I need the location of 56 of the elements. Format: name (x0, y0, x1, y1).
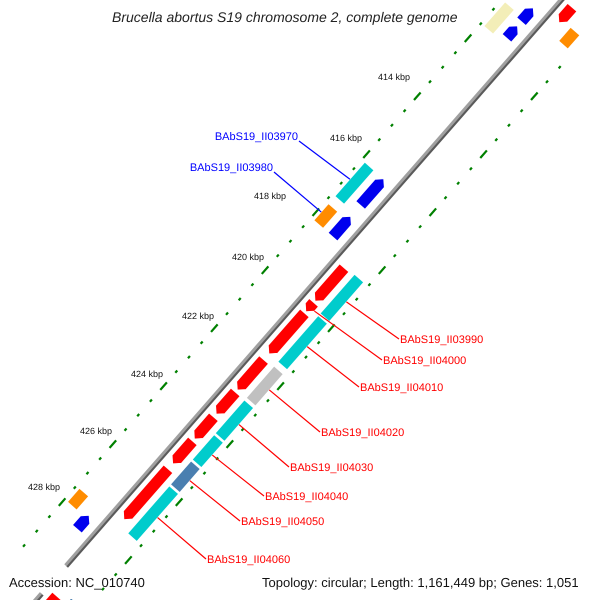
tick-label: 414 kbp (378, 73, 410, 82)
gene-feature (314, 203, 338, 229)
gene-label: BAbS19_II04040 (265, 492, 348, 503)
gene-feature (127, 486, 179, 542)
gene-label: BAbS19_II04050 (241, 517, 324, 528)
gene-feature (502, 26, 518, 42)
gene-feature (558, 26, 580, 50)
accession-text: Accession: NC_010740 (9, 576, 145, 589)
leader-line (346, 301, 400, 340)
leader-line (298, 140, 350, 180)
tick-label: 420 kbp (232, 253, 264, 262)
gene-feature (328, 216, 352, 242)
leader-line (268, 389, 320, 432)
tick-label: 422 kbp (182, 312, 214, 321)
gene-feature (170, 460, 201, 493)
gene-feature (236, 355, 269, 390)
gene-label: BAbS19_II03990 (400, 335, 484, 346)
gene-feature (194, 412, 219, 440)
leader-line (157, 517, 206, 560)
gene-feature (334, 162, 374, 205)
gene-label: BAbS19_II04030 (290, 463, 374, 474)
gene-feature (215, 388, 240, 414)
leader-line (274, 172, 322, 212)
gene-feature (268, 308, 310, 354)
gene-feature (356, 178, 384, 210)
tick-label: 416 kbp (330, 134, 362, 143)
tick-label: 426 kbp (80, 427, 112, 436)
gene-label: BAbS19_II03970 (214, 132, 298, 143)
gene-feature (172, 436, 198, 464)
gene-feature (305, 298, 319, 312)
gene-label: BAbS19_II03980 (190, 163, 273, 174)
tick-label: 418 kbp (254, 192, 286, 201)
genome-info-text: Topology: circular; Length: 1,161,449 bp; Genes: 1,051 (262, 576, 579, 589)
gene-feature (123, 464, 174, 520)
leader-line (306, 346, 360, 388)
gene-feature (314, 264, 350, 302)
gene-feature (558, 3, 578, 23)
tick-label: 424 kbp (131, 370, 164, 379)
gene-feature (484, 2, 515, 34)
gene-label: BAbS19_II04060 (207, 555, 290, 566)
leader-line (190, 480, 240, 522)
gene-label: BAbS19_II04020 (321, 428, 404, 439)
map-title: Brucella abortus S19 chromosome 2, complete genome (112, 10, 458, 24)
gene-label: BAbS19_II04000 (383, 356, 466, 367)
gene-feature (214, 400, 254, 442)
tick-label: 428 kbp (28, 483, 60, 492)
leader-line (212, 454, 264, 496)
gene-feature (67, 488, 89, 510)
gene-label: BAbS19_II04010 (360, 383, 444, 394)
leader-line (314, 310, 382, 360)
gene-feature (278, 315, 328, 370)
gene-feature (246, 366, 284, 406)
gene-feature (320, 274, 364, 322)
gene-feature (192, 434, 224, 468)
gene-feature (72, 515, 90, 534)
leader-line (238, 424, 290, 468)
